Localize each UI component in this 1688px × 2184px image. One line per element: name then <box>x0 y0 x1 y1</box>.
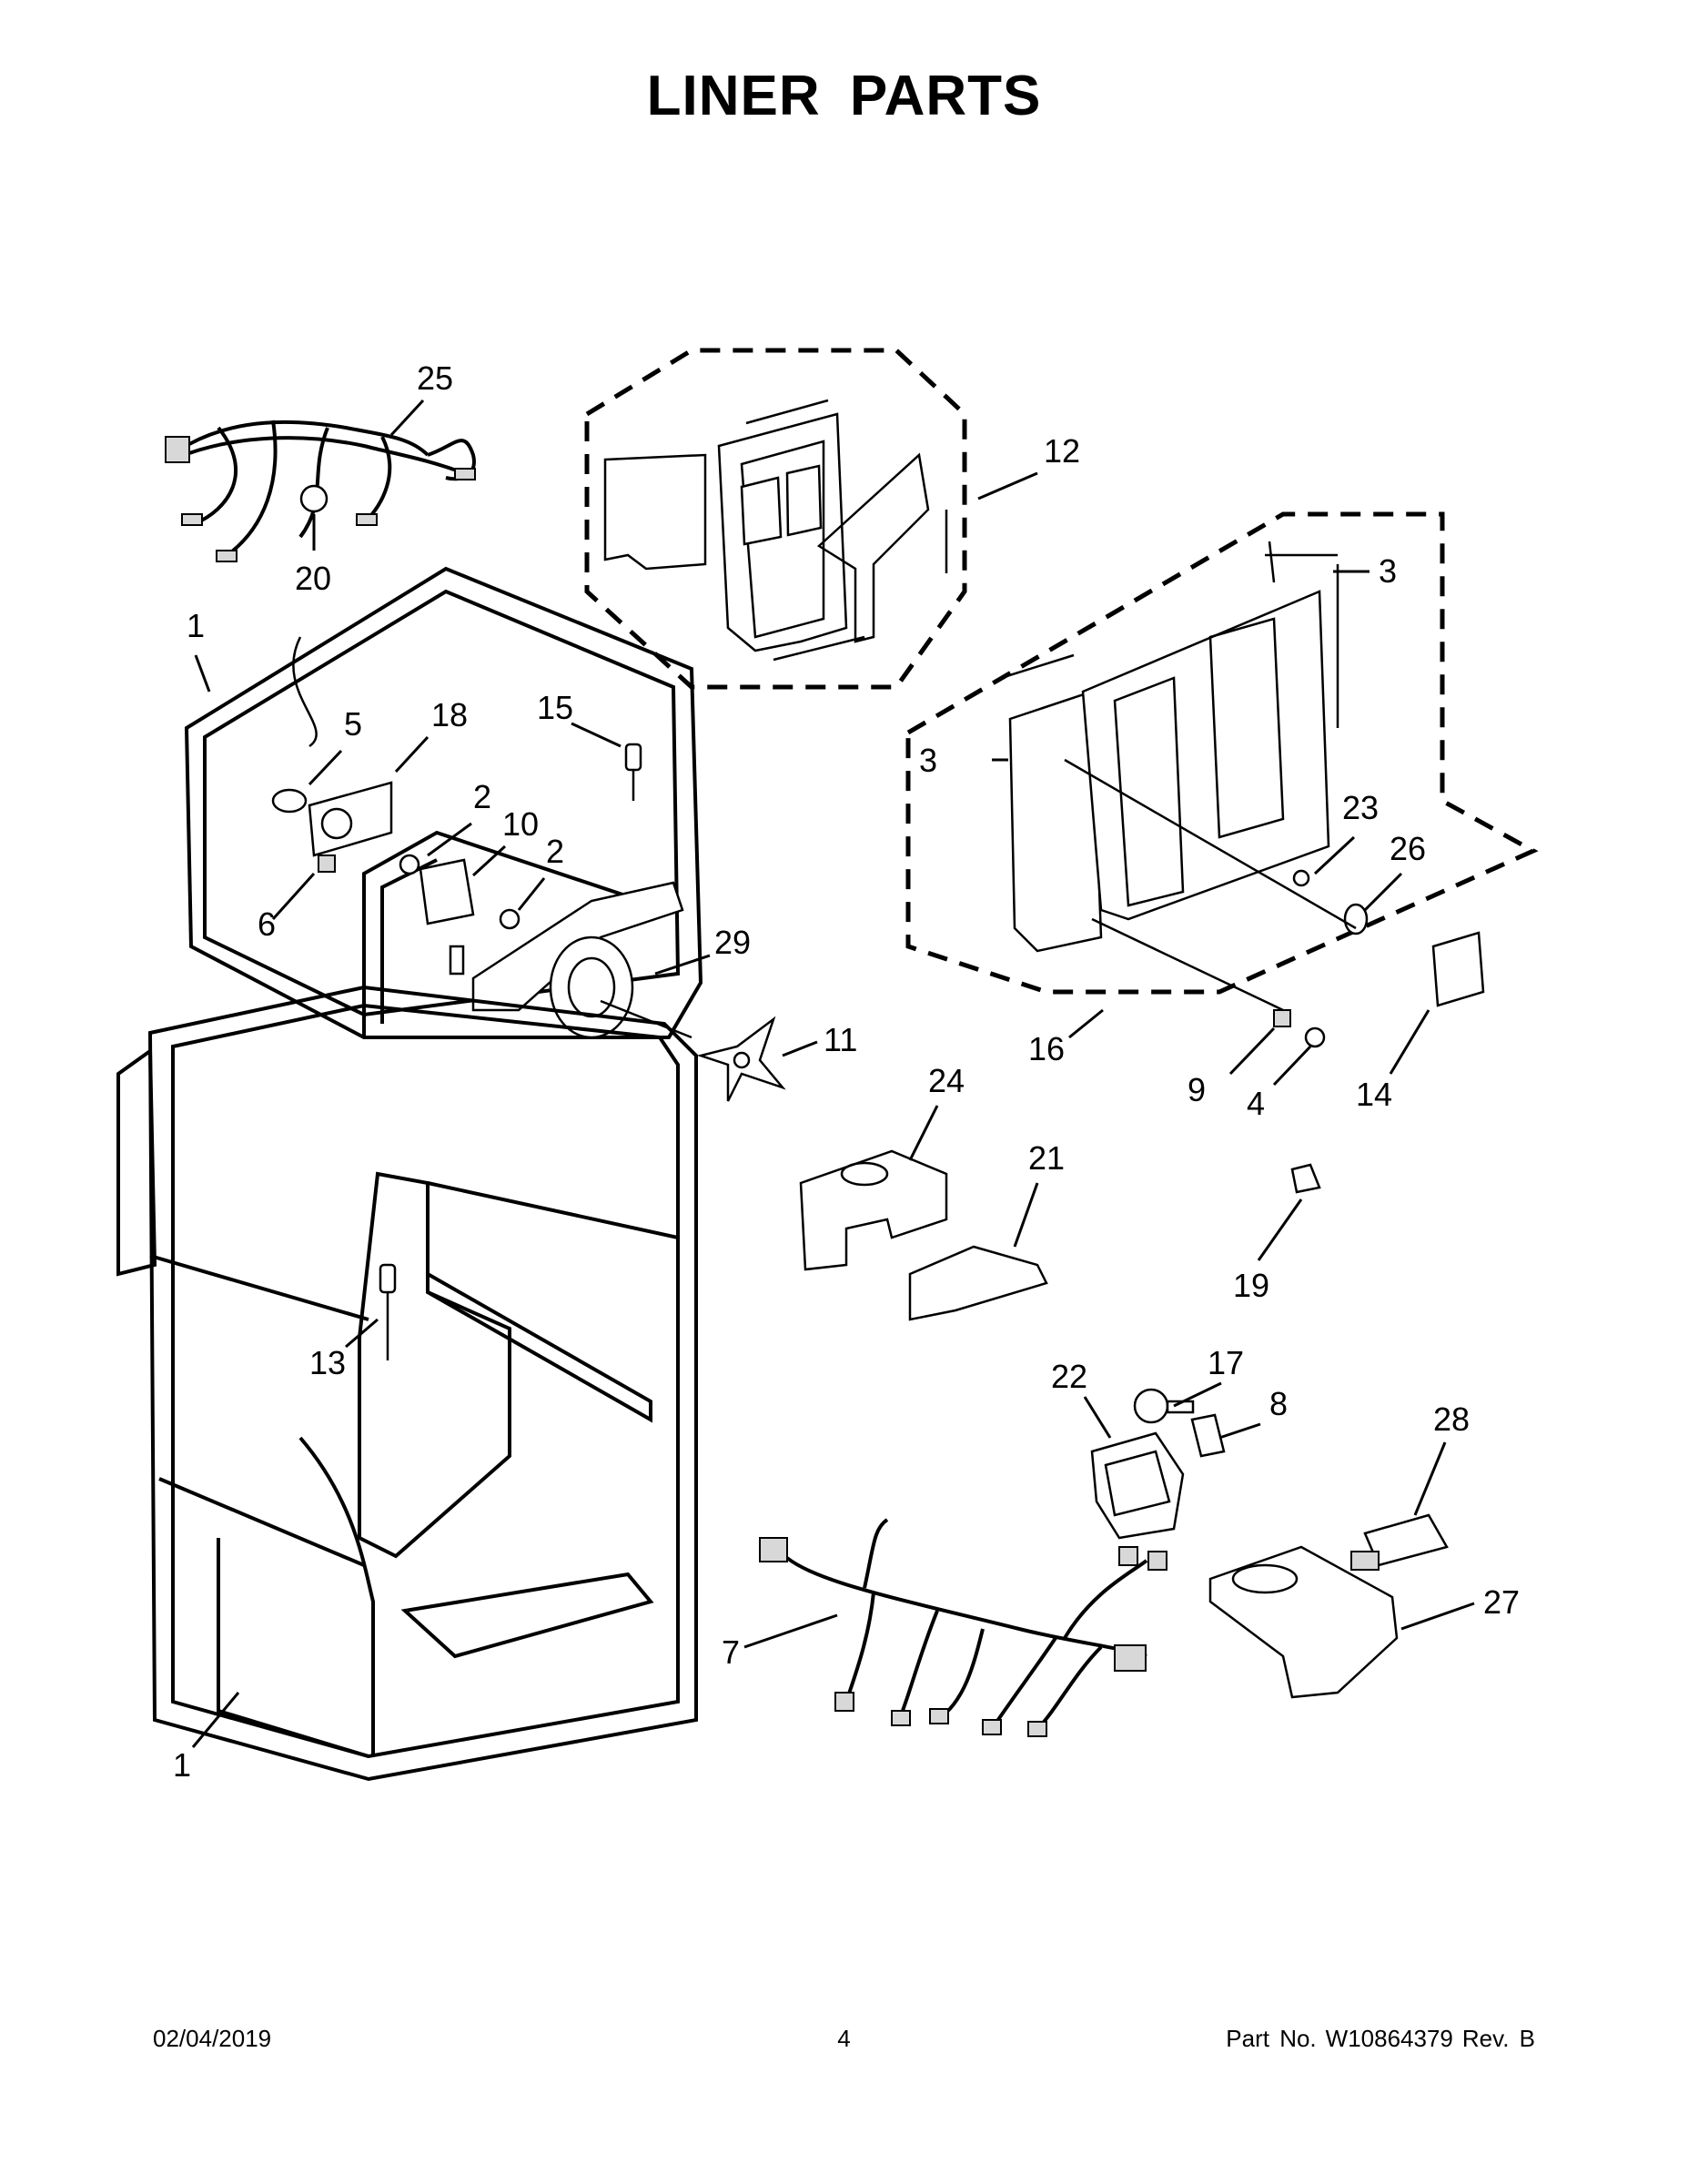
part-22-light-cover <box>1090 1431 1185 1540</box>
group-12-boundary <box>584 348 967 690</box>
callout-15: 15 <box>537 689 573 726</box>
part-26-knob <box>1343 903 1369 935</box>
footer-page-number: 4 <box>837 2025 851 2052</box>
callout-6: 6 <box>258 905 276 943</box>
callout-17: 17 <box>1208 1344 1244 1381</box>
revision: Rev. B <box>1461 2025 1535 2052</box>
callout-24: 24 <box>928 1062 965 1099</box>
part-no-value: W10864379 <box>1325 2025 1453 2052</box>
fan-shaft-line <box>600 999 692 1039</box>
callout-21: 21 <box>1028 1139 1065 1177</box>
part-5-grommet <box>271 788 308 814</box>
part-27-housing <box>1208 1545 1399 1699</box>
callout-1-bottom: 1 <box>173 1746 191 1784</box>
callout-3-top: 3 <box>1379 552 1397 590</box>
part-1-fresh-food-liner <box>116 985 698 1782</box>
part-6-screw <box>318 854 336 873</box>
part-25-wire-harness <box>165 420 476 562</box>
part-15-thermistor <box>624 743 642 801</box>
part-2-screw-upper <box>399 854 420 875</box>
part-24-support <box>799 1149 948 1271</box>
callout-20: 20 <box>295 560 331 597</box>
callout-25: 25 <box>417 359 453 397</box>
callout-4: 4 <box>1247 1085 1265 1122</box>
part-14-cover-plate <box>1431 931 1485 1007</box>
part-12-duct-assembly <box>603 399 948 662</box>
callout-1-top: 1 <box>187 607 205 644</box>
callout-29: 29 <box>714 924 751 961</box>
part-28-module <box>1350 1513 1449 1571</box>
part-8-socket <box>1190 1413 1226 1458</box>
part-7-wire-harness <box>759 1518 1167 1737</box>
shaft-line-16 <box>1091 917 1284 1012</box>
part-11-fan-blade <box>696 1016 786 1102</box>
callout-12: 12 <box>1044 432 1080 470</box>
callout-27: 27 <box>1483 1583 1520 1621</box>
callout-8: 8 <box>1269 1385 1288 1422</box>
group-3-boundary <box>905 511 1539 995</box>
part-4-grommet <box>1304 1026 1326 1048</box>
part-18-bracket <box>308 781 393 857</box>
callout-16: 16 <box>1028 1030 1065 1067</box>
part-3-evaporator-cover <box>1000 541 1339 953</box>
part-19-clip <box>1290 1163 1321 1194</box>
part-no-label: Part No. <box>1226 2025 1317 2052</box>
leader-lines <box>191 399 1475 1748</box>
callout-23: 23 <box>1342 789 1379 826</box>
part-17-bulb <box>1133 1388 1195 1424</box>
callout-19: 19 <box>1233 1267 1269 1304</box>
footer-date: 02/04/2019 <box>153 2025 272 2052</box>
callout-18: 18 <box>431 696 468 733</box>
callout-5: 5 <box>344 705 362 743</box>
callout-2-top: 2 <box>473 778 491 815</box>
part-2-screw-lower <box>499 908 521 930</box>
page-title: LINER PARTS <box>646 65 1042 127</box>
callout-13: 13 <box>309 1344 346 1381</box>
callout-28: 28 <box>1433 1400 1470 1438</box>
callout-2-mid: 2 <box>546 833 564 870</box>
part-21-bracket <box>908 1245 1048 1321</box>
part-13-thermistor <box>379 1263 397 1360</box>
callout-7: 7 <box>722 1633 740 1671</box>
callout-9: 9 <box>1188 1071 1206 1108</box>
callout-14: 14 <box>1356 1076 1392 1113</box>
callout-labels: 25 20 12 3 3 1 5 18 15 2 10 2 6 29 23 26… <box>173 359 1520 1784</box>
callout-26: 26 <box>1390 830 1426 867</box>
callout-3-left: 3 <box>919 742 937 779</box>
footer-part-number: Part No. W10864379 Rev. B <box>1217 2025 1535 2053</box>
callout-10: 10 <box>502 805 539 843</box>
part-9-screw <box>1273 1009 1291 1027</box>
callout-11: 11 <box>824 1021 857 1058</box>
shaft-line-3 <box>1064 758 1357 930</box>
part-23-fastener <box>1292 869 1310 887</box>
callout-22: 22 <box>1051 1358 1087 1395</box>
part-10-damper-motor <box>419 858 475 976</box>
